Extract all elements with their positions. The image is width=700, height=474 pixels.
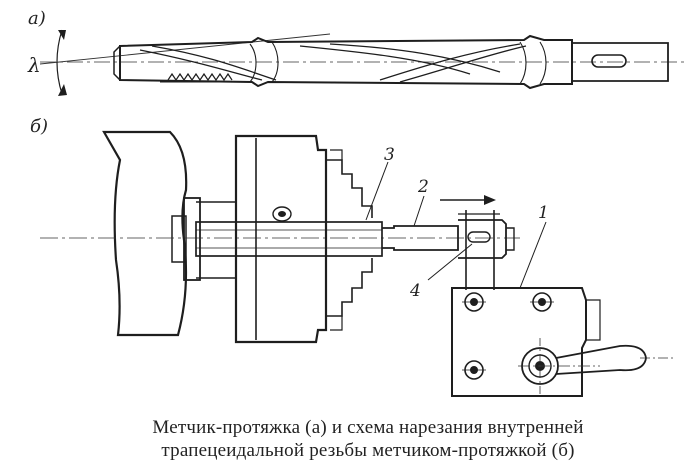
callout-4: 4 (409, 281, 421, 301)
chuck-jaws (326, 159, 373, 218)
angle-arrow-top (58, 30, 66, 40)
workpiece (195, 221, 383, 257)
callout-2: 2 (417, 177, 429, 197)
callout-3: 3 (384, 145, 395, 165)
lathe-headstock (102, 130, 188, 337)
caption-line-2: трапецеидальной резьбы метчиком-протяжко… (161, 440, 575, 461)
shank-slot (591, 54, 627, 68)
tool-shank (572, 42, 669, 82)
chuck-body (234, 134, 328, 344)
helical-flutes (139, 41, 547, 85)
machining-scheme: б) (30, 116, 676, 397)
thread-teeth (167, 72, 233, 82)
angle-arc (56, 29, 63, 95)
tap-broach-shank (382, 225, 459, 251)
carriage-block (451, 287, 587, 397)
callout-1: 1 (538, 203, 549, 223)
leader-4 (427, 243, 473, 281)
tool-chamfer (113, 45, 121, 81)
carriage-bolts (462, 292, 554, 380)
caption-line-1: Метчик-протяжка (а) и схема нарезания вн… (152, 417, 584, 438)
leader-2 (413, 195, 425, 227)
tool-body-outline (119, 34, 573, 90)
leader-1 (519, 221, 547, 289)
part-b-label: б) (30, 116, 48, 137)
chuck-key-socket (272, 206, 292, 222)
feed-arrowhead (484, 195, 496, 205)
spindle-nose (183, 197, 201, 281)
angle-arrow-bottom (58, 84, 67, 96)
spindle-flange (171, 215, 187, 263)
leader-3 (365, 161, 389, 221)
holder-slot (467, 231, 491, 243)
tap-broach-drawing: а) λ (27, 8, 688, 96)
part-a-label: а) (28, 8, 46, 29)
helix-angle-line (39, 33, 331, 65)
helix-angle-symbol: λ (27, 53, 41, 77)
chuck-key-socket-center (278, 211, 286, 217)
